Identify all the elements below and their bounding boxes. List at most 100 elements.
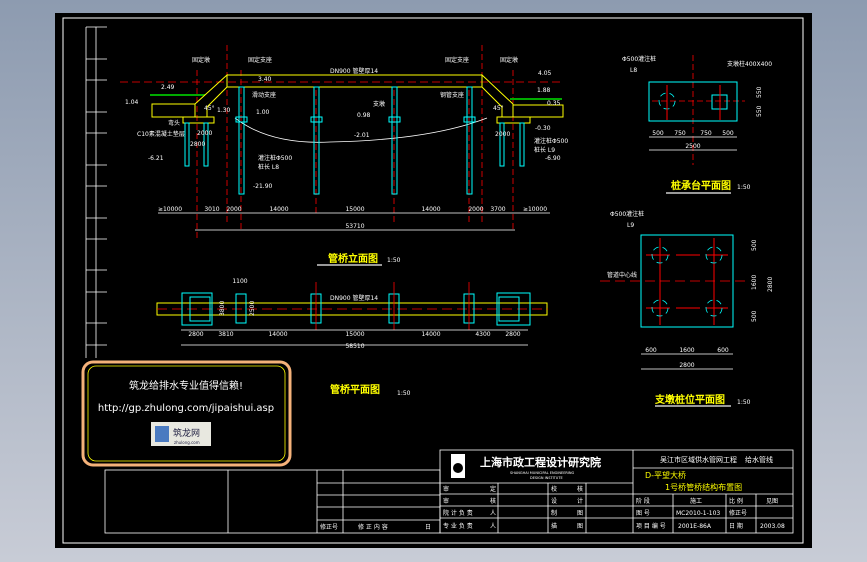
label-pile-right: 灌注桩Φ500: [534, 137, 568, 145]
project-no: 2001E-86A: [678, 523, 712, 530]
sheet: 见图: [766, 498, 778, 505]
role: 核: [577, 485, 583, 493]
elev: 1.88: [537, 87, 551, 94]
dim: 750: [700, 130, 712, 137]
pile-label: Φ500灌注桩: [622, 55, 656, 63]
total-dim: 2800: [679, 362, 694, 369]
project-name: 吴江市区域供水管网工程: [660, 455, 737, 464]
left-signature-strip: [85, 26, 107, 358]
dim: 3810: [218, 331, 233, 338]
plan-dimension-lines: [181, 329, 528, 346]
dim: 500: [722, 130, 734, 137]
elevation-view: ≥10000 3010 2000 14000 15000 14000 2000 …: [120, 45, 568, 266]
label-cushion: C10素混凝土垫层: [137, 130, 185, 138]
role: 核: [490, 497, 496, 505]
dim: 2800: [505, 331, 520, 338]
logo-sub: zhulong.com: [174, 440, 200, 445]
label-sliding-left: 滑动支座: [252, 91, 276, 99]
pile-label: Φ500灌注桩: [610, 210, 644, 218]
elevation-scale: 1:50: [387, 257, 401, 264]
rev-desc-label: 修 正 内 容: [358, 523, 388, 531]
elev: -6.90: [545, 155, 561, 162]
dim: 1600: [679, 347, 694, 354]
elevation-title: 管桥立面图: [328, 252, 378, 265]
pier-pile-title: 支墩桩位平面图: [654, 393, 725, 406]
plan-scale: 1:50: [397, 390, 411, 397]
pile-cap-scale: 1:50: [737, 184, 751, 191]
label-sliding-right: 钢管支座: [440, 91, 464, 99]
dim: 14000: [421, 331, 440, 338]
stage: 施工: [690, 497, 702, 505]
pile-circles: [651, 246, 723, 317]
elev: 0.35: [547, 100, 561, 107]
notice-url[interactable]: http://gp.zhulong.com/jipaishui.asp: [98, 403, 274, 414]
elev: 1.30: [217, 107, 231, 114]
discipline: 给水管线: [745, 455, 773, 464]
role: 制: [551, 509, 557, 517]
pier-pile-scale: 1:50: [737, 399, 751, 406]
side-dim: 500: [751, 239, 758, 251]
role: 定: [490, 485, 496, 493]
side-dim: 550: [756, 105, 763, 117]
logo-mark-icon: [155, 426, 169, 442]
dim: 14000: [268, 331, 287, 338]
elev: 0.98: [357, 112, 371, 119]
institute-en2: DESIGN INSTITUTE: [530, 476, 563, 480]
plan-supports: [181, 292, 531, 326]
rev-no-label: 修正号: [729, 509, 747, 517]
role: 专 业 负 责: [443, 522, 473, 530]
dim: 15000: [345, 206, 364, 213]
elev: 1.00: [256, 109, 270, 116]
small-dim: 2800: [190, 141, 205, 148]
side-dim: 500: [751, 310, 758, 322]
label-angle-right: 45°: [493, 105, 504, 112]
small-dim: 2000: [495, 131, 510, 138]
elev: 3.40: [258, 76, 272, 83]
pipe-label: DN900 管壁厚14: [330, 67, 378, 75]
role: 校: [551, 485, 557, 493]
role: 人: [490, 510, 496, 517]
pier-label: 支墩柱400X400: [727, 60, 772, 68]
total-dim: 58510: [345, 343, 364, 350]
dim: 750: [674, 130, 686, 137]
plan-pipe-label: DN900 管壁厚14: [330, 294, 378, 302]
stage-label: 阶 段: [636, 497, 650, 505]
notice-text: 筑龙给排水专业值得信赖!: [129, 379, 243, 392]
notice-box[interactable]: 筑龙给排水专业值得信赖! http://gp.zhulong.com/jipai…: [81, 360, 292, 467]
role: 设: [551, 497, 557, 505]
side-total: 2800: [767, 277, 774, 292]
institute-en: SHANGHAI MUNICIPAL ENGINEERING: [510, 471, 574, 475]
date: 2003.08: [760, 523, 785, 530]
elev: -6.21: [148, 155, 164, 162]
dim: 15000: [345, 331, 364, 338]
dim: 14000: [269, 206, 288, 213]
label-angle-left: 45°: [204, 105, 215, 112]
pile-sub: L8: [630, 67, 637, 74]
sheet-background: [55, 13, 812, 548]
elev: 1.04: [125, 99, 139, 106]
project-no-label: 项 目 编 号: [636, 522, 666, 530]
role: 描: [551, 522, 557, 530]
side-dim: 550: [756, 86, 763, 98]
label-fixed-support-left: 固定支座: [248, 56, 272, 64]
label-bent: 弯头: [168, 119, 180, 127]
title-block: 上海市政工程设计研究院 SHANGHAI MUNICIPAL ENGINEERI…: [439, 449, 794, 534]
rev-label: 修正号: [320, 523, 338, 531]
dim: 3700: [490, 206, 505, 213]
dim: ≥10000: [158, 206, 182, 213]
axis-label: 管道中心线: [607, 271, 637, 279]
total-dim: 53710: [345, 223, 364, 230]
label-fixed-support-right: 固定支座: [445, 56, 469, 64]
label-anchor-left: 固定墩: [192, 56, 210, 64]
role: 审: [443, 485, 449, 493]
dim: 2000: [468, 206, 483, 213]
role: 人: [490, 523, 496, 530]
total-dim: 2500: [685, 143, 700, 150]
dim: 4300: [475, 331, 490, 338]
plan-title: 管桥平面图: [330, 383, 380, 396]
pile-cap-title: 桩承台平面图: [671, 179, 731, 192]
role: 审: [443, 497, 449, 505]
pile-cap-plan: 500 750 750 500 2500 550 550 Φ500灌注桩 L8 …: [622, 55, 772, 194]
label-pile-len-right: 桩长 L9: [534, 146, 555, 154]
